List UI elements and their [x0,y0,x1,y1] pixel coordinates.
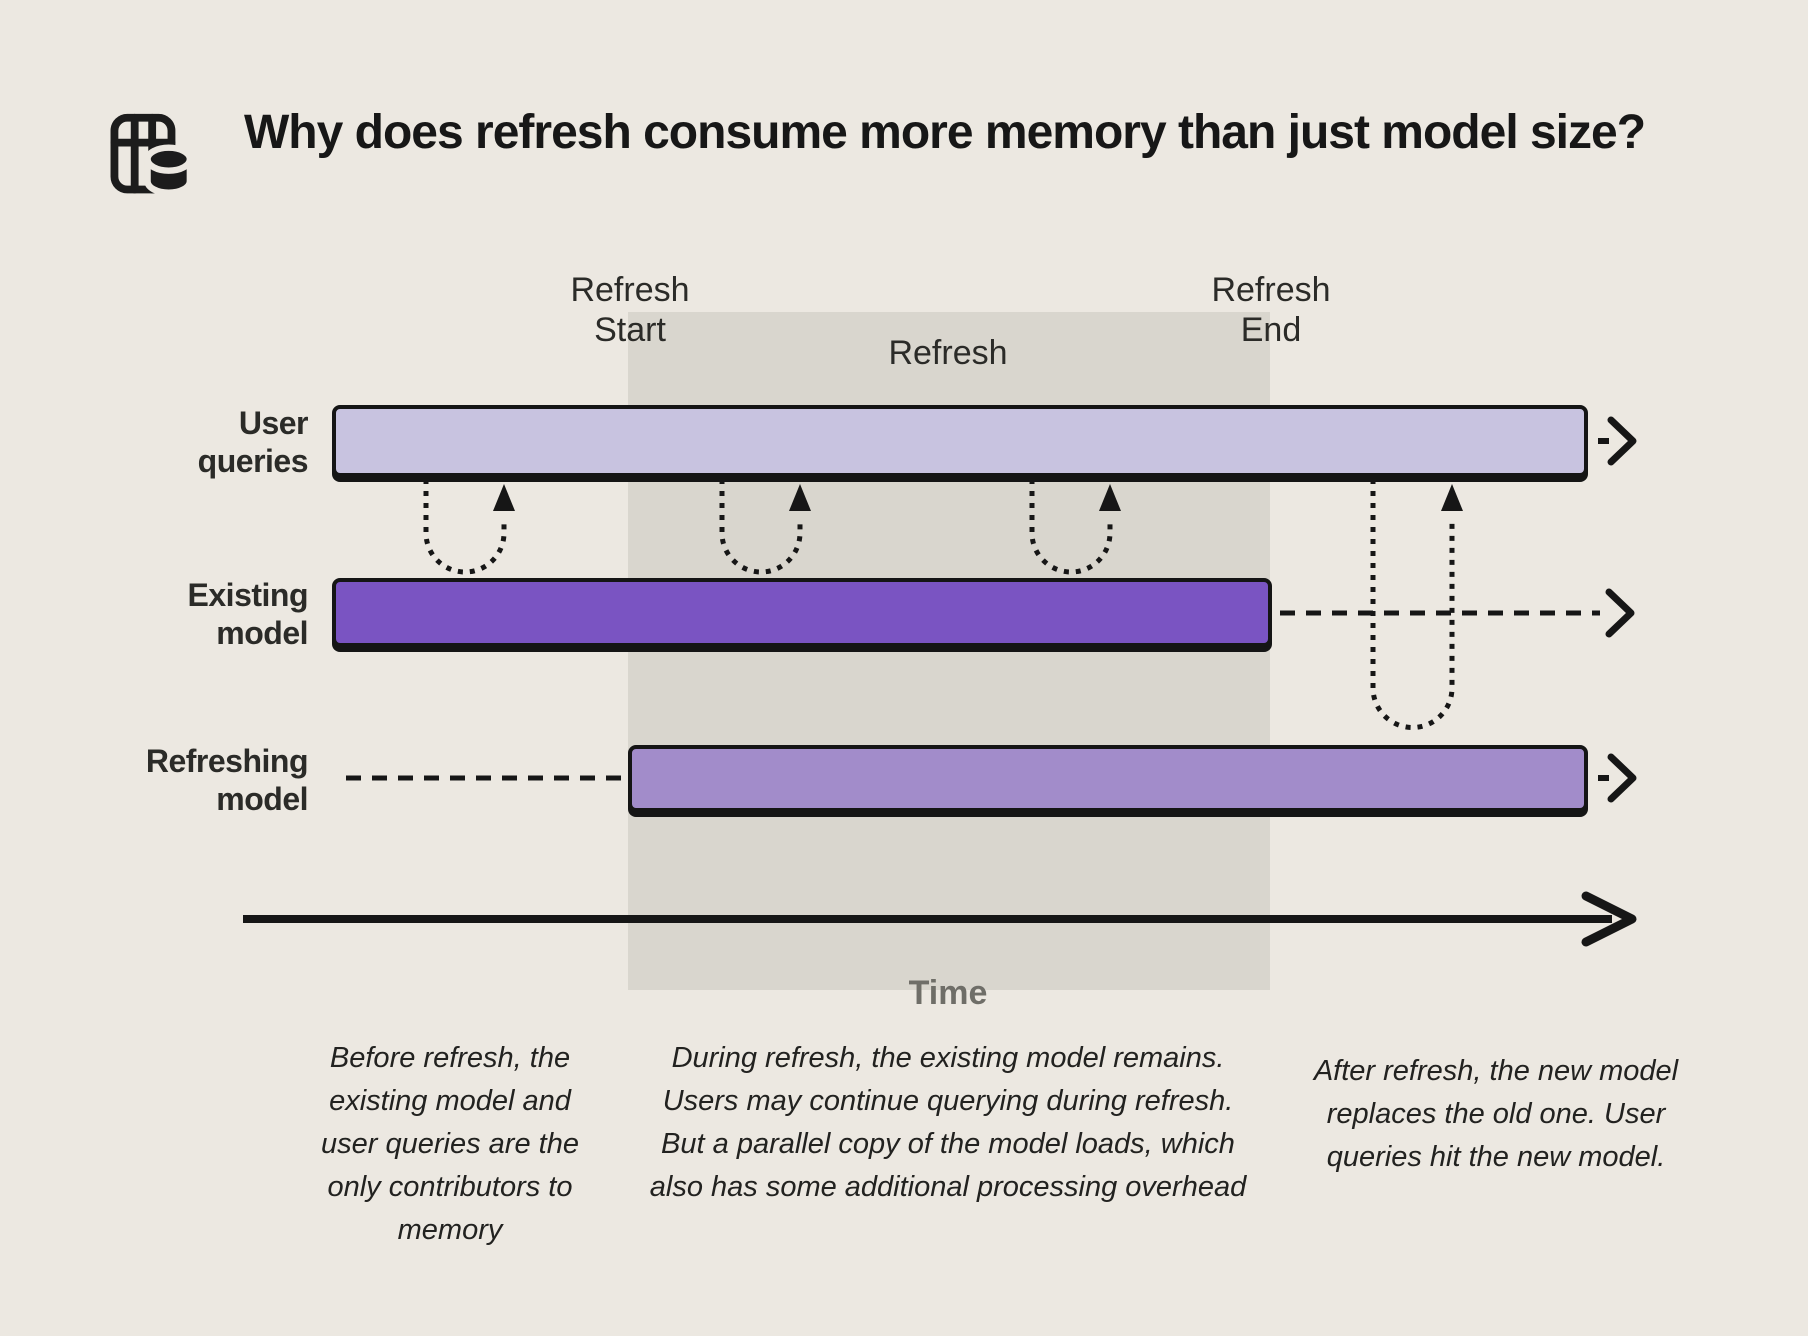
row-label-refreshing-model: Refreshing model [145,743,309,817]
time-axis-label: Time [908,974,988,1012]
existing-model-bar [332,578,1272,647]
refresh-window-label: Refresh [888,334,1008,372]
caption-before-refresh: Before refresh, the existing model and u… [321,1042,579,1246]
user-queries-continuation-arrow [1598,416,1637,466]
post-refresh-query-loop-arrow [1370,479,1463,730]
row-label-existing-model: Existing model [187,577,309,651]
refreshing-model-bar [628,745,1588,812]
row-label-user-queries: User queries [197,405,309,479]
page-title: Why does refresh consume more memory tha… [244,106,1646,159]
refresh-end-label: Refresh End [1211,271,1331,349]
table-database-icon-svg [110,113,194,196]
caption-during-refresh: During refresh, the existing model remai… [649,1042,1247,1203]
user-queries-bar [332,405,1588,477]
query-loop-arrow-1 [423,479,515,575]
refreshing-model-continuation-arrow [1598,753,1637,803]
refresh-start-label: Refresh Start [570,271,690,349]
existing-model-continuation-arrow [1280,588,1635,638]
table-database-icon [108,112,200,210]
caption-after-refresh: After refresh, the new model replaces th… [1313,1055,1679,1173]
